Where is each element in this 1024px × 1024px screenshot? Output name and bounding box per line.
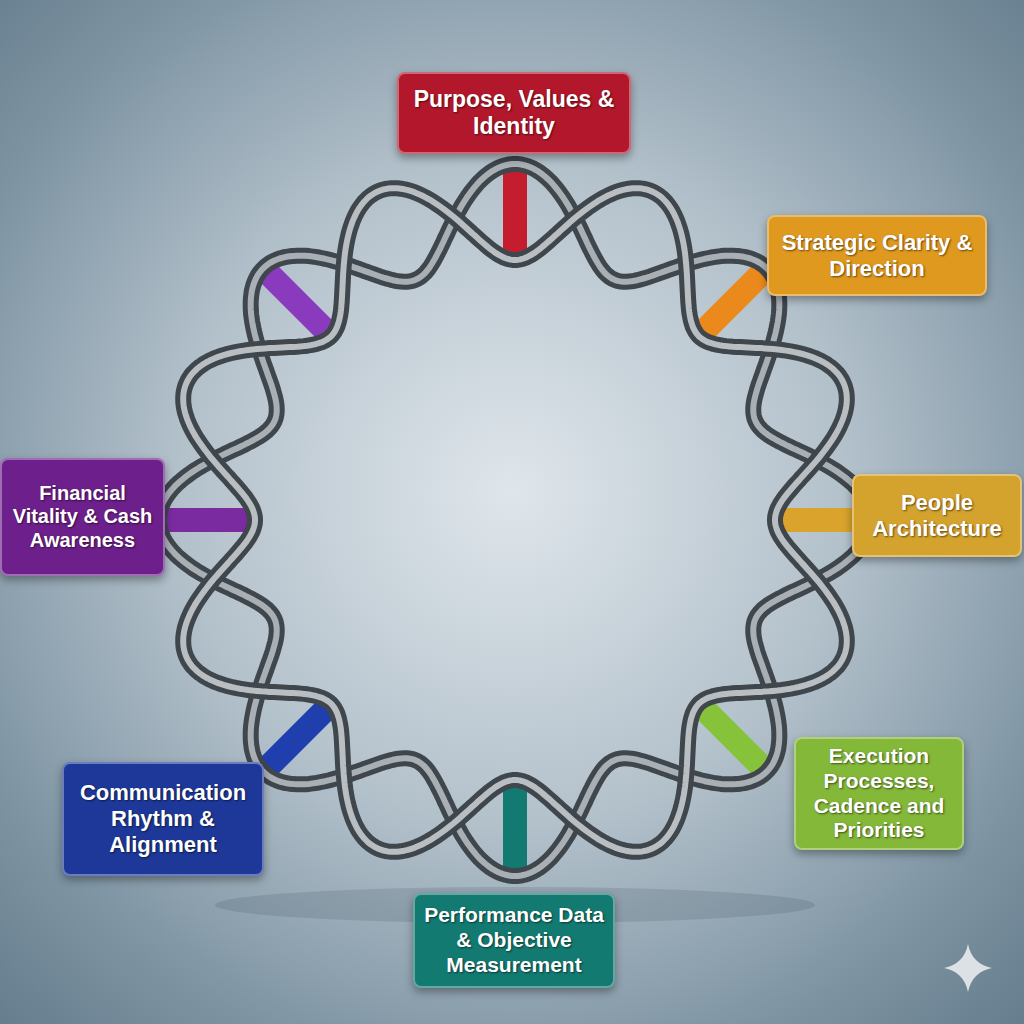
label-text-group: Strategic Clarity & Direction bbox=[777, 230, 977, 282]
label-box: Execution Processes, Cadence and Priorit… bbox=[794, 737, 964, 850]
label-text-group: Purpose, Values & Identity bbox=[407, 86, 621, 140]
strand bbox=[183, 188, 847, 852]
label-box: Purpose, Values & Identity bbox=[397, 72, 631, 154]
sparkle-watermark bbox=[944, 944, 992, 992]
label-text-group: Communication Rhythm & Alignment bbox=[72, 780, 254, 858]
label-box: Strategic Clarity & Direction bbox=[767, 215, 987, 296]
strand bbox=[159, 164, 871, 876]
rung bbox=[264, 269, 330, 335]
box-label: Purpose, Values & Identity bbox=[407, 86, 621, 140]
strand-highlight bbox=[183, 188, 847, 852]
label-text-group: Execution Processes, Cadence and Priorit… bbox=[804, 744, 954, 843]
rungs bbox=[160, 165, 870, 875]
label-text-group: People Architecture bbox=[862, 490, 1012, 542]
strand-highlight bbox=[159, 164, 871, 876]
label-box: Financial Vitality & Cash Awareness bbox=[0, 458, 165, 576]
box-label: Execution Processes, Cadence and Priorit… bbox=[804, 744, 954, 843]
label-text-group: Financial Vitality & Cash Awareness bbox=[10, 482, 155, 553]
rung bbox=[503, 165, 527, 258]
box-label: Financial Vitality & Cash Awareness bbox=[10, 482, 155, 553]
label-text-group: Performance Data & Objective Measurement bbox=[423, 903, 605, 977]
box-label: Communication Rhythm & Alignment bbox=[72, 780, 254, 858]
box-label: People Architecture bbox=[862, 490, 1012, 542]
rung bbox=[160, 508, 253, 532]
label-box: Performance Data & Objective Measurement bbox=[413, 893, 615, 988]
rung bbox=[700, 269, 766, 335]
box-label: Performance Data & Objective Measurement bbox=[423, 903, 605, 977]
rung bbox=[700, 705, 766, 771]
rung bbox=[503, 782, 527, 875]
box-label: Strategic Clarity & Direction bbox=[777, 230, 977, 282]
label-box: People Architecture bbox=[852, 474, 1022, 557]
label-box: Communication Rhythm & Alignment bbox=[62, 762, 264, 876]
rung bbox=[264, 705, 330, 771]
